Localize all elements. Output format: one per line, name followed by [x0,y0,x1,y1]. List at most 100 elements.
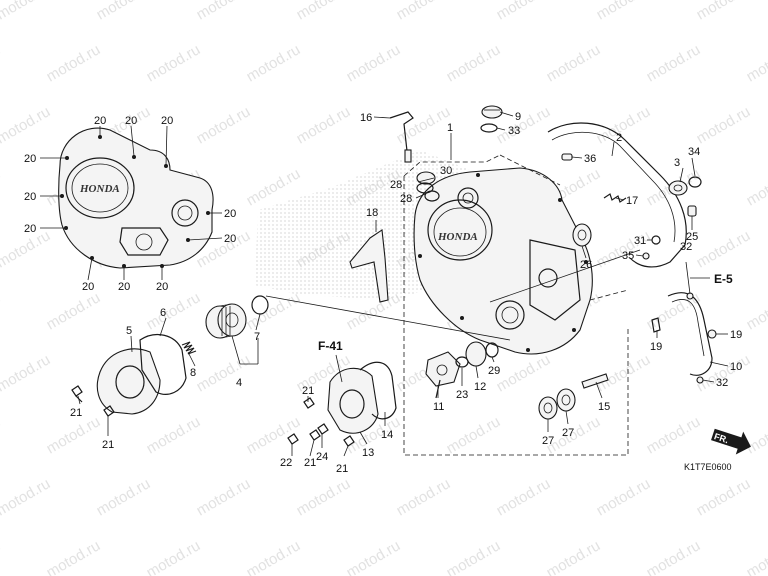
callout-4: 4 [236,377,242,389]
watermark-text: motod.ru [0,537,3,576]
callout-28: 28 [400,193,412,205]
watermark-text: motod.ru [244,537,304,576]
callout-36: 36 [584,153,596,165]
watermark-text: motod.ru [94,475,154,519]
watermark-text: motod.ru [394,0,454,23]
clip-32b [696,376,704,384]
seal-30 [416,171,436,185]
callout-33: 33 [508,125,520,137]
callout-labels: 20 20 20 20 20 20 20 20 20 20 20 16 1 9 … [24,111,742,475]
callout-23: 23 [456,389,468,401]
watermark-text: motod.ru [294,475,354,519]
watermark-text: motod.ru [194,351,254,395]
watermark-text: motod.ru [0,165,3,209]
clutch-cover-outer: HONDA [58,127,214,269]
watermark-text: motod.ru [0,41,3,85]
watermark-text: motod.ru [0,0,53,23]
watermark-text: motod.ru [144,41,204,85]
bolt-21e [343,435,355,447]
watermark-text: motod.ru [194,103,254,147]
callout-21: 21 [102,439,114,451]
watermark-text: motod.ru [44,537,104,576]
callout-32: 32 [716,377,728,389]
impeller-11 [425,351,461,399]
callout-21: 21 [302,385,314,397]
leader-lines [40,111,729,457]
watermark-text: motod.ru [294,103,354,147]
callout-7: 7 [254,331,260,343]
watermark-text: motod.ru [744,537,768,576]
ref-f41: F-41 [318,339,343,353]
bolt-21c [303,397,315,409]
bearing-27b [556,388,576,412]
watermark-text: motod.ru [644,289,704,333]
clip-19a [707,329,717,339]
watermark-text: motod.ru [44,41,104,85]
callout-20: 20 [125,115,137,127]
watermark-text: motod.ru [0,475,53,519]
collar-3 [668,180,688,196]
callout-30: 30 [440,165,452,177]
oil-filter-7 [205,303,247,339]
callout-22: 22 [280,457,292,469]
watermark-text: motod.ru [494,103,554,147]
callout-20: 20 [24,191,36,203]
pin-15 [581,373,609,389]
watermark-text: motod.ru [44,413,104,457]
watermark-text: motod.ru [594,0,654,23]
watermark-text: motod.ru [444,537,504,576]
bolt-22 [287,433,299,445]
callout-20: 20 [118,281,130,293]
watermark-text: motod.ru [644,41,704,85]
watermark-text: motod.ru [94,0,154,23]
callout-24: 24 [316,451,328,463]
watermark-text: motod.ru [644,537,704,576]
oring-33 [480,123,498,133]
callout-17: 17 [626,195,638,207]
dowel-36 [561,153,573,161]
bolt-21a [71,385,83,403]
lever-16 [389,111,414,163]
callout-21: 21 [70,407,82,419]
callout-20: 20 [24,153,36,165]
filter-cover-5 [96,348,161,415]
callout-28: 28 [390,179,402,191]
watermark-text: motod.ru [394,103,454,147]
callout-20: 20 [82,281,94,293]
watermark-text: motod.ru [494,351,554,395]
watermark-text: motod.ru [744,41,768,85]
callout-18: 18 [366,207,378,219]
watermark-text: motod.ru [494,475,554,519]
callout-34: 34 [688,146,700,158]
watermark-text: motod.ru [744,413,768,457]
callout-19: 19 [730,329,742,341]
callout-31: 31 [634,235,646,247]
assembly-box [403,154,629,456]
callout-20: 20 [94,115,106,127]
watermark-text: motod.ru [594,351,654,395]
callout-20: 20 [161,115,173,127]
watermark-text: motod.ru [594,475,654,519]
callout-3: 3 [674,157,680,169]
callout-20: 20 [224,208,236,220]
watermark-text: motod.ru [694,103,754,147]
watermark-text: motod.ru [694,0,754,23]
spring-17 [603,193,627,203]
watermark-text: motod.ru [244,289,304,333]
watermark-text: motod.ru [194,475,254,519]
callout-20: 20 [156,281,168,293]
watermark-text: motod.ru [544,537,604,576]
callout-25: 25 [686,231,698,243]
watermark-text: motod.ru [494,0,554,23]
callout-8: 8 [190,367,196,379]
callout-11: 11 [433,401,444,413]
callout-35: 35 [622,250,634,262]
callout-19: 19 [650,341,662,353]
watermark-text: motod.ru [694,227,754,271]
watermark-text: motod.ru [444,41,504,85]
seal-26 [572,223,592,247]
water-pump-cover-13 [327,367,379,434]
watermark-text: motod.ru [344,41,404,85]
washer-24 [317,423,329,435]
pump-gasket-14 [359,361,397,420]
